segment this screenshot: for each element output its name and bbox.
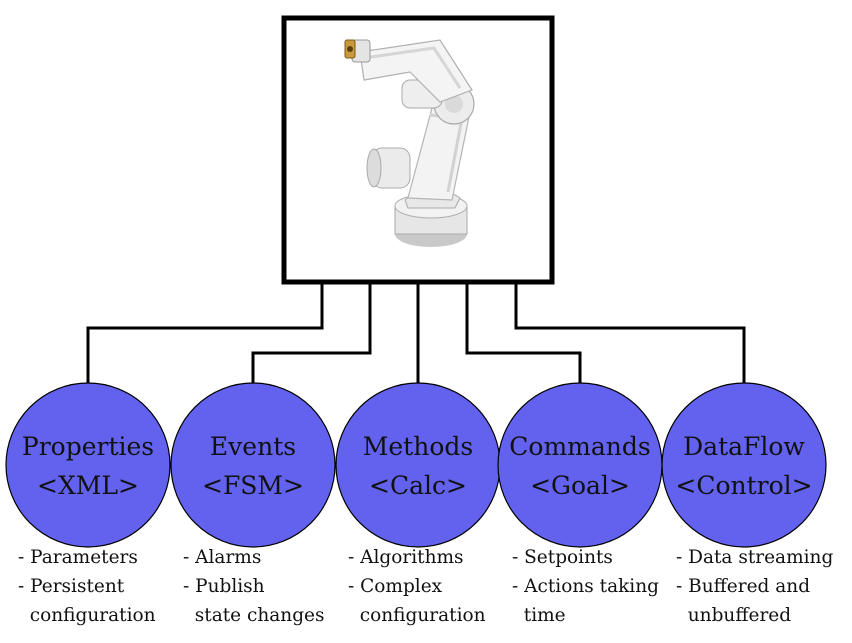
- connector-commands: [465, 282, 582, 400]
- component-title-commands: Commands: [509, 432, 650, 461]
- notes-methods: - Algorithms - Complex configuration: [348, 547, 486, 626]
- circle-commands: [497, 382, 663, 548]
- component-title-dataflow: DataFlow: [683, 432, 805, 461]
- circle-methods: [335, 382, 501, 548]
- component-subtitle-dataflow: <Control>: [675, 471, 812, 500]
- circle-properties: [5, 382, 171, 548]
- note-line: - Publish: [183, 576, 265, 597]
- connector-properties: [86, 282, 324, 400]
- notes-dataflow: - Data streaming - Buffered and unbuffer…: [676, 547, 833, 626]
- note-line: configuration: [348, 605, 486, 626]
- connector-dataflow: [514, 282, 746, 400]
- connector-events: [251, 282, 372, 400]
- component-title-properties: Properties: [22, 432, 154, 461]
- circle-events: [170, 382, 336, 548]
- note-line: - Actions taking: [512, 576, 659, 597]
- connectors: [86, 282, 746, 400]
- component-subtitle-commands: <Goal>: [530, 471, 630, 500]
- notes-events: - Alarms - Publish state changes: [183, 547, 325, 626]
- note-line: configuration: [18, 605, 156, 626]
- note-line: - Setpoints: [512, 547, 613, 568]
- component-circles: [5, 382, 827, 548]
- note-line: - Persistent: [18, 576, 125, 597]
- note-line: unbuffered: [676, 605, 791, 626]
- robot-arm-image: [344, 39, 475, 247]
- component-title-methods: Methods: [363, 432, 473, 461]
- component-title-events: Events: [210, 432, 296, 461]
- note-line: - Parameters: [18, 547, 138, 568]
- component-subtitle-methods: <Calc>: [369, 471, 467, 500]
- note-line: - Data streaming: [676, 547, 833, 568]
- note-line: time: [512, 605, 566, 626]
- circle-dataflow: [661, 382, 827, 548]
- notes-commands: - Setpoints - Actions taking time: [512, 547, 659, 626]
- component-subtitle-events: <FSM>: [202, 471, 304, 500]
- notes-properties: - Parameters - Persistent configuration: [18, 547, 156, 626]
- note-line: state changes: [183, 605, 325, 626]
- note-line: - Algorithms: [348, 547, 464, 568]
- note-line: - Buffered and: [676, 576, 810, 597]
- component-subtitle-properties: <XML>: [37, 471, 139, 500]
- note-line: - Complex: [348, 576, 443, 597]
- note-line: - Alarms: [183, 547, 261, 568]
